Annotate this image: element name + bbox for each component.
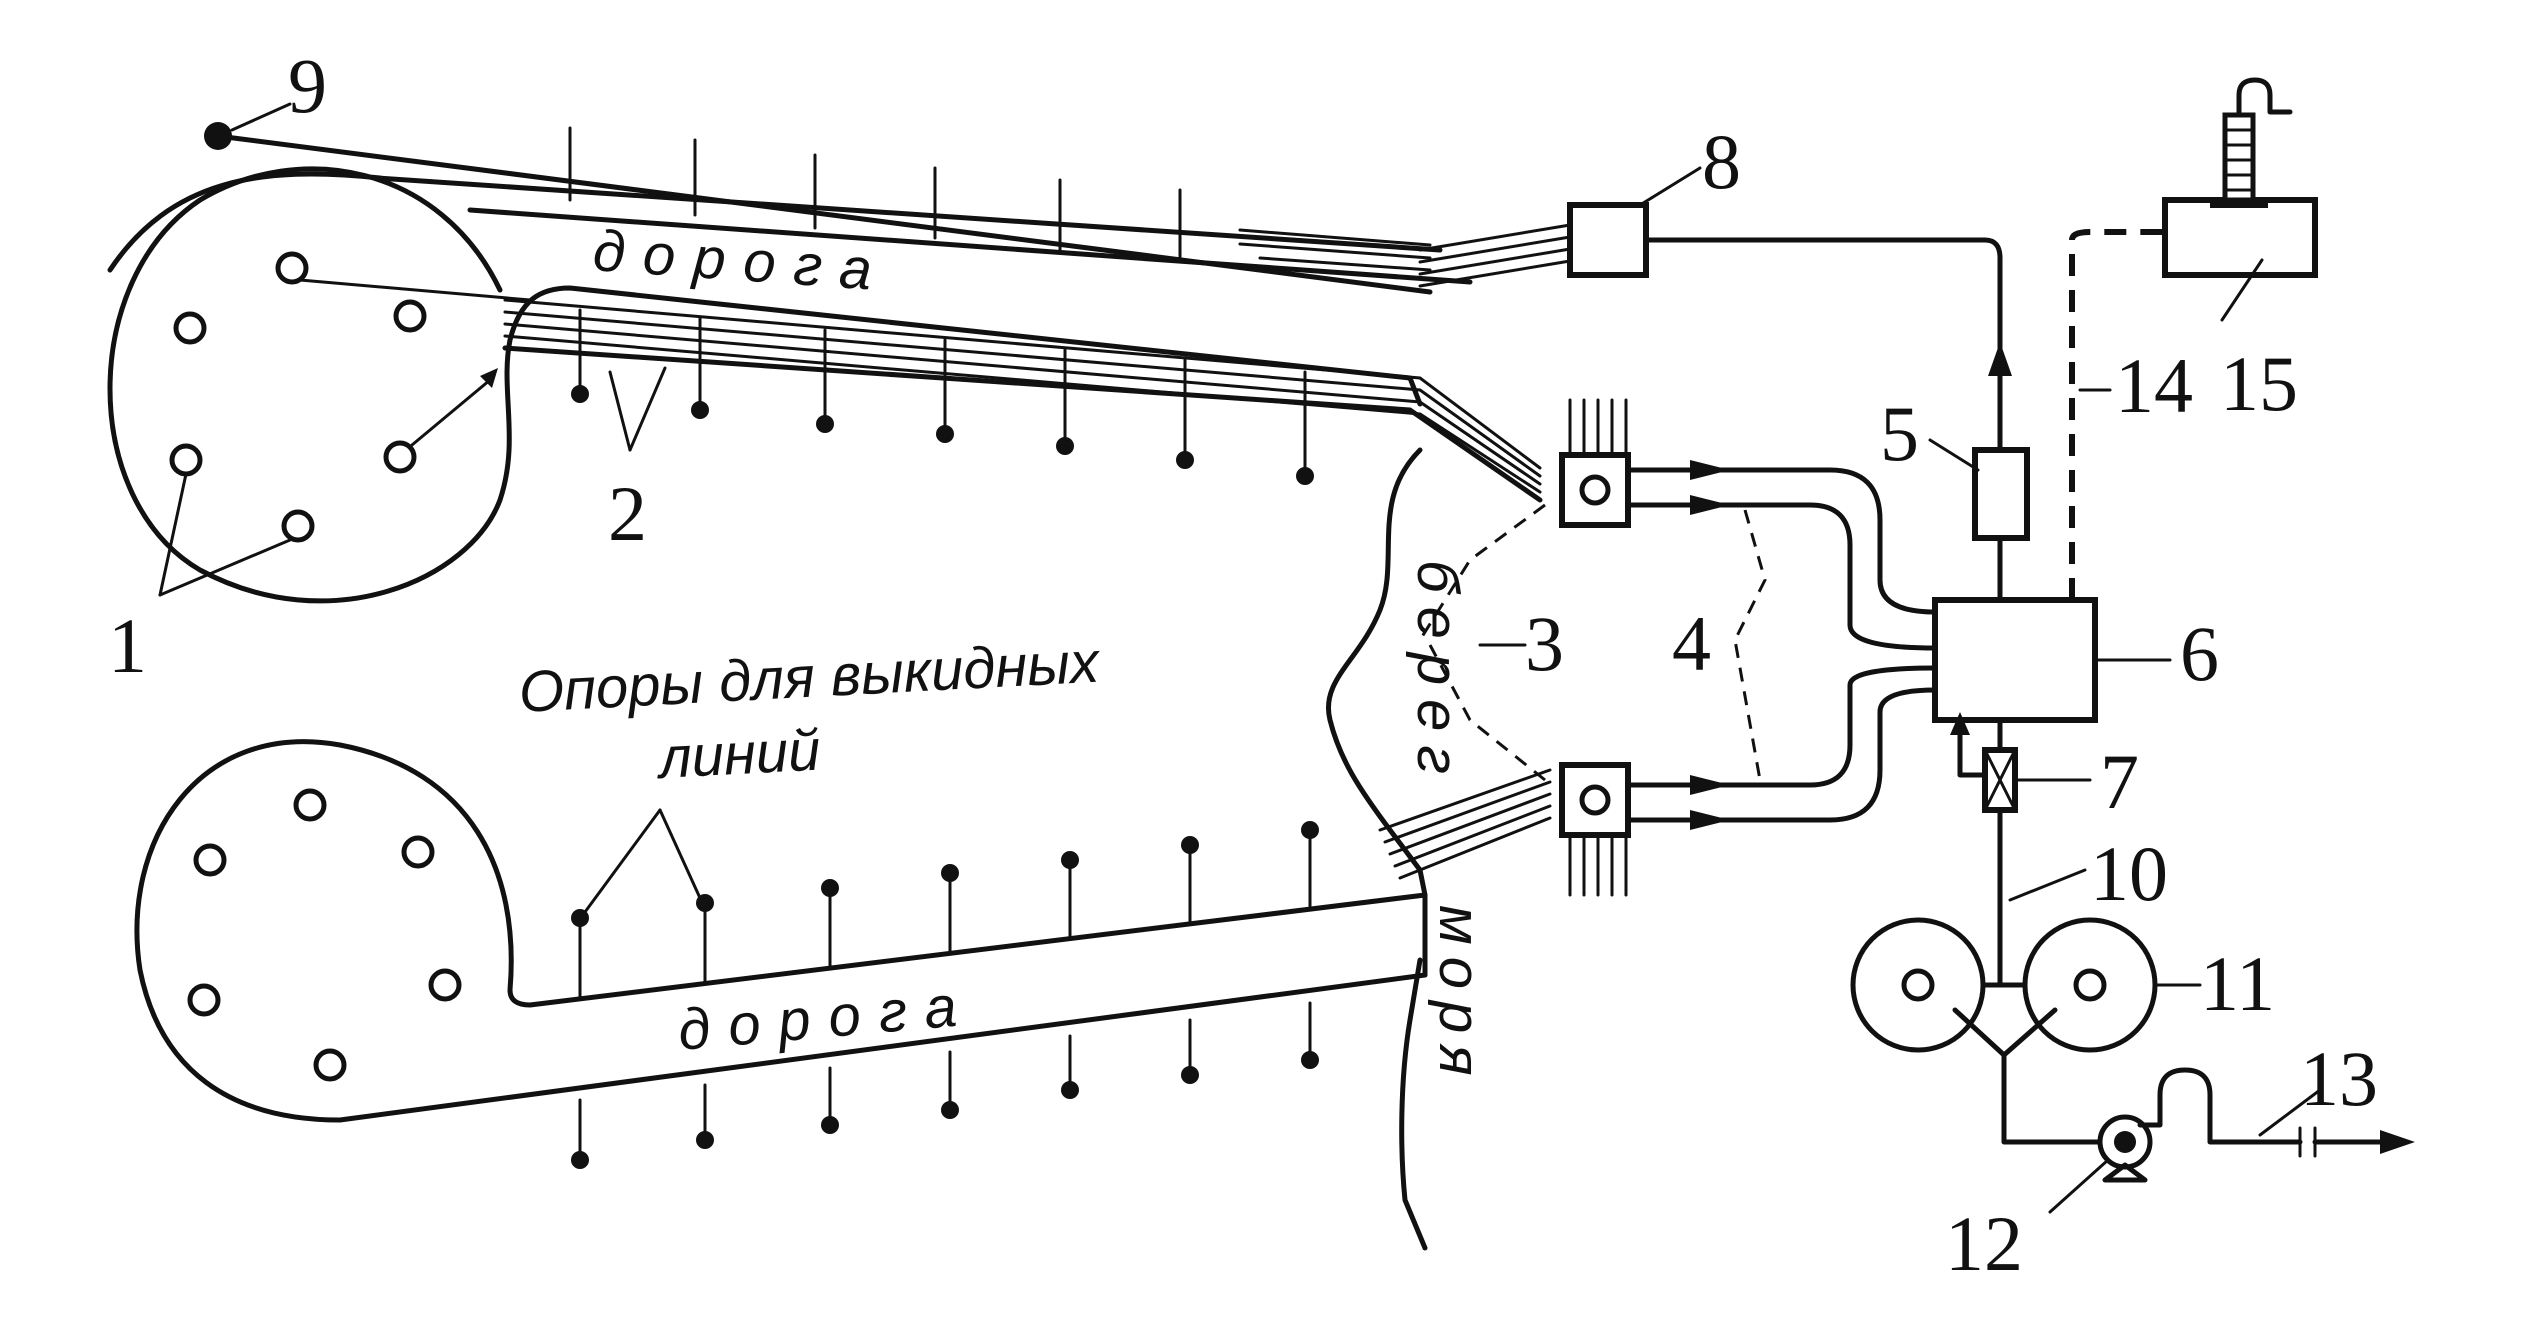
tanks-11 (1850, 917, 2158, 1145)
manifold-top (1559, 398, 1631, 528)
well-icon (169, 443, 203, 477)
label-7: 7 (2100, 738, 2139, 825)
valve-7 (1950, 712, 2018, 813)
label-14: 14 (2115, 342, 2193, 429)
top-supports (568, 126, 1314, 485)
top-road-lines (107, 171, 1572, 288)
leaders-3-4 (1418, 503, 1767, 782)
tower-icon (2210, 77, 2293, 208)
well-icon (275, 251, 309, 285)
collector-pipes (1625, 460, 1938, 830)
well-icon (293, 788, 327, 822)
label-1: 1 (108, 602, 147, 689)
arrow-icon (480, 368, 498, 388)
road-top-label: дорога (591, 218, 892, 304)
well-icon (313, 1048, 347, 1082)
label-6: 6 (2180, 610, 2219, 697)
line-8-to-5 (1643, 237, 2003, 383)
well-icon (187, 983, 221, 1017)
supports-caption-leader (583, 808, 702, 914)
bottom-well-pad (134, 739, 1428, 1123)
label-8: 8 (1702, 118, 1741, 205)
leader-1 (158, 472, 292, 597)
unit-8-box (1567, 202, 1649, 278)
dashed-line-14 (2069, 229, 2165, 600)
well-icon (173, 311, 207, 345)
bottom-supports-upper (571, 821, 1319, 1000)
label-11: 11 (2200, 940, 2275, 1027)
label-4: 4 (1672, 600, 1711, 687)
label-9: 9 (288, 42, 327, 129)
top-pad-wells (169, 251, 532, 543)
top-flowline-bundle (502, 298, 1543, 503)
leader-2 (608, 366, 667, 452)
shore-label: берег (1405, 560, 1470, 788)
well-icon (428, 968, 462, 1002)
well-icon (193, 843, 227, 877)
unit-15-box (2162, 197, 2318, 278)
outlet-13 (2298, 1126, 2415, 1158)
label-2: 2 (608, 470, 647, 557)
well-icon (393, 299, 427, 333)
signal-line-9 (204, 122, 1433, 295)
well-icon (281, 509, 315, 543)
label-15: 15 (2220, 340, 2298, 427)
arrow-right-icon (2380, 1130, 2415, 1154)
label-12: 12 (1945, 1200, 2023, 1287)
label-13: 13 (2300, 1035, 2378, 1122)
pump-12 (2097, 1067, 2303, 1183)
bottom-flowline-bundle (1378, 768, 1552, 880)
sea-label: моря (1427, 905, 1492, 1088)
label-5: 5 (1880, 390, 1919, 477)
top-well-pad (107, 166, 1473, 604)
label-10: 10 (2090, 830, 2168, 917)
label-3: 3 (1525, 600, 1564, 687)
bottom-pad-wells (187, 788, 462, 1082)
road-bottom-label: дорога (675, 972, 977, 1063)
shoreline (1326, 447, 1428, 1251)
well-icon (383, 440, 417, 474)
supports-caption-line2: линий (654, 718, 822, 792)
arrow-up-icon (1988, 342, 2012, 376)
unit-5-box (1972, 447, 2030, 541)
supports-caption-line1: Опоры для выкидных (517, 630, 1102, 725)
well-icon (401, 835, 435, 869)
manifold-bottom (1559, 762, 1631, 897)
bottom-supports-lower (571, 1001, 1319, 1169)
unit-6-box (1932, 597, 2098, 723)
